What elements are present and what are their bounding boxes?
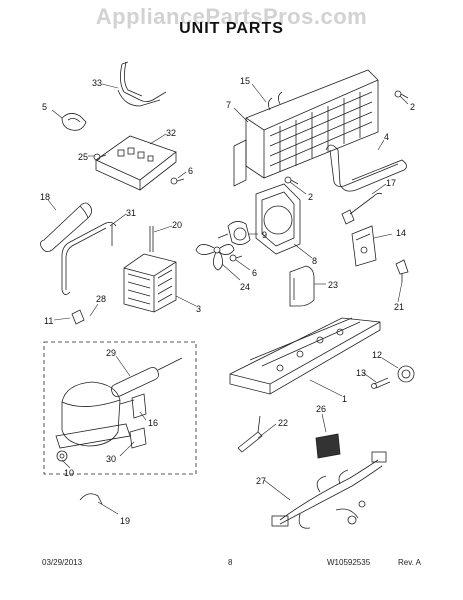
part-rack xyxy=(117,61,167,107)
callout-21: 21 xyxy=(394,302,404,312)
part-compressor xyxy=(55,381,135,449)
part-sensor xyxy=(341,192,383,225)
callout-27: 27 xyxy=(256,476,266,486)
callout-1: 1 xyxy=(342,394,347,404)
part-relay xyxy=(131,393,147,419)
callout-29: 29 xyxy=(106,348,116,358)
callout-28: 28 xyxy=(96,294,106,304)
callout-31: 31 xyxy=(126,208,136,218)
part-evaporator xyxy=(233,69,379,187)
part-fan-shroud xyxy=(255,183,301,255)
part-defrost-heater xyxy=(325,144,407,192)
callout-10: 10 xyxy=(64,468,74,478)
callout-32: 32 xyxy=(166,128,176,138)
part-screw-6a xyxy=(170,177,185,185)
part-screw-2b xyxy=(284,176,299,185)
callout-6a: 6 xyxy=(188,166,193,176)
part-control-box xyxy=(95,135,177,191)
part-clip-19 xyxy=(79,493,103,505)
footer-part-number: W10592535 xyxy=(327,558,371,567)
callout-11: 11 xyxy=(44,316,53,326)
part-drain-tube xyxy=(61,222,117,295)
callout-16: 16 xyxy=(148,418,158,428)
footer-page-number: 8 xyxy=(228,558,233,567)
part-fan-motor xyxy=(217,221,251,245)
callout-labels: 33 5 25 32 6 18 31 20 3 24 6 9 8 23 7 15… xyxy=(40,76,415,526)
part-overload xyxy=(129,427,147,449)
part-clip-11 xyxy=(71,309,85,325)
callout-18: 18 xyxy=(40,192,50,202)
callout-9: 9 xyxy=(262,230,267,240)
part-clip-21 xyxy=(395,259,409,282)
part-wire-harness xyxy=(271,451,387,529)
callout-6b: 6 xyxy=(252,268,257,278)
part-l-rod xyxy=(237,415,263,453)
callout-12: 12 xyxy=(372,350,382,360)
callout-26: 26 xyxy=(316,404,326,414)
callout-15: 15 xyxy=(240,76,250,86)
part-drier xyxy=(111,357,183,397)
leader-lines xyxy=(47,83,409,515)
part-fan-blade xyxy=(195,244,235,271)
callout-20: 20 xyxy=(172,220,182,230)
callout-2b: 2 xyxy=(308,192,313,202)
page-title: UNIT PARTS xyxy=(179,20,284,37)
callout-2a: 2 xyxy=(410,102,415,112)
callout-19: 19 xyxy=(120,516,130,526)
part-screw-6b xyxy=(229,254,243,262)
part-condenser xyxy=(123,253,177,313)
part-grommet xyxy=(397,365,415,383)
callout-3: 3 xyxy=(196,304,201,314)
callout-7: 7 xyxy=(226,100,231,110)
part-bolt xyxy=(371,377,391,389)
callout-4: 4 xyxy=(384,132,389,142)
part-screw-2a xyxy=(394,90,409,99)
callout-5: 5 xyxy=(42,102,47,112)
part-grommet-10 xyxy=(56,450,68,462)
part-foam-pad xyxy=(289,265,315,307)
part-label-pad xyxy=(315,433,341,459)
part-rod xyxy=(149,226,154,252)
footer-date: 03/29/2013 xyxy=(42,558,83,567)
watermark: AppliancePartsPros.com xyxy=(95,4,368,29)
footer-revision: Rev. A xyxy=(398,558,421,567)
callout-30: 30 xyxy=(106,454,116,464)
dashed-box xyxy=(43,341,197,475)
callout-33: 33 xyxy=(92,78,102,88)
callout-23: 23 xyxy=(328,280,338,290)
callout-22: 22 xyxy=(278,418,288,428)
callout-25: 25 xyxy=(78,152,88,162)
callout-8: 8 xyxy=(312,256,317,266)
part-clip xyxy=(61,113,87,131)
callout-14: 14 xyxy=(396,228,406,238)
part-damper xyxy=(351,225,377,267)
callout-24: 24 xyxy=(240,282,250,292)
callout-17: 17 xyxy=(386,178,396,188)
part-foam-tube xyxy=(40,202,92,252)
part-base-pan xyxy=(229,317,381,395)
callout-13: 13 xyxy=(356,368,366,378)
